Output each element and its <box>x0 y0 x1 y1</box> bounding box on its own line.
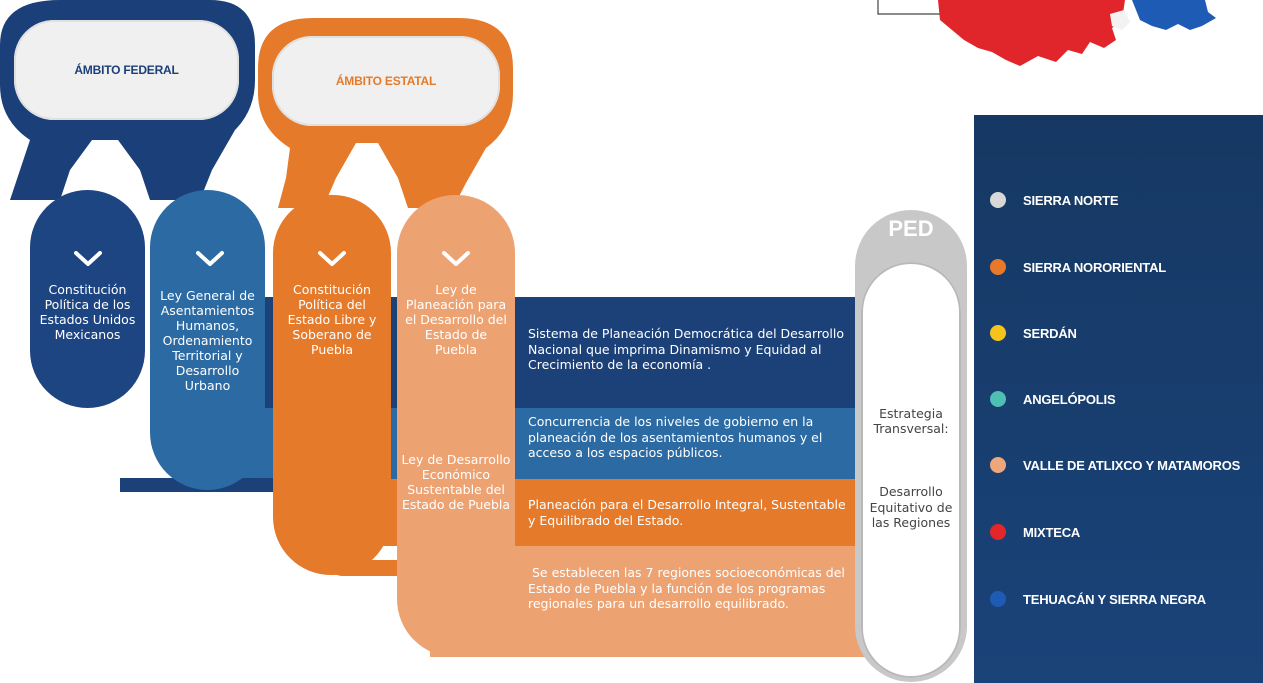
regions-panel <box>974 115 1263 683</box>
ambito-federal-label: ÁMBITO FEDERAL <box>74 63 179 77</box>
legend-dot-icon <box>990 325 1006 341</box>
legend-label: TEHUACÁN Y SIERRA NEGRA <box>1023 591 1206 607</box>
chevron-down-icon <box>442 251 470 266</box>
legend-item-sierra-nororiental: SIERRA NORORIENTAL <box>990 257 1166 277</box>
legend-dot-icon <box>990 391 1006 407</box>
legend-item-serdan: SERDÁN <box>990 323 1077 343</box>
ped-text-regions: Desarrollo Equitativo de las Regiones <box>869 484 953 530</box>
ped-label: PED <box>888 216 934 241</box>
pillar-estatal-2 <box>397 195 515 657</box>
ambito-estatal-label: ÁMBITO ESTATAL <box>335 74 437 88</box>
chevron-down-icon <box>318 251 346 266</box>
ped-capsule-inner <box>861 262 961 678</box>
chevron-down-icon <box>196 251 224 266</box>
legend-item-tehuacan: TEHUACÁN Y SIERRA NEGRA <box>990 589 1206 609</box>
band-text-2: Concurrencia de los niveles de gobierno … <box>528 414 823 460</box>
legend-item-valle-atlixco: VALLE DE ATLIXCO Y MATAMOROS <box>990 455 1240 475</box>
legend-dot-icon <box>990 192 1006 208</box>
legend-label: VALLE DE ATLIXCO Y MATAMOROS <box>1023 457 1241 473</box>
legend-dot-icon <box>990 259 1006 275</box>
pillar-text-ley-general: Ley General de Asentamientos Humanos, Or… <box>160 288 255 393</box>
legend-label: MIXTECA <box>1023 524 1081 540</box>
legend-dot-icon <box>990 524 1006 540</box>
pillar-federal-2 <box>150 190 265 490</box>
legend-dot-icon <box>990 591 1006 607</box>
puebla-map-fragment <box>877 0 1216 66</box>
legend-item-sierra-norte: SIERRA NORTE <box>990 190 1119 210</box>
band-text-4: Se establecen las 7 regiones socioeconóm… <box>528 565 849 611</box>
band-text-3: Planeación para el Desarrollo Integral, … <box>528 497 846 528</box>
estatal-label-bubble: ÁMBITO ESTATAL <box>272 36 500 126</box>
pillar-text-ley-desarrollo: Ley de Desarrollo Económico Sustentable … <box>401 452 511 512</box>
band-text-1: Sistema de Planeación Democrática del De… <box>528 326 845 372</box>
pillar-text-ley-planeacion: Ley de Planeación para el Desarrollo del… <box>405 282 507 357</box>
pillar-federal-1 <box>30 190 145 408</box>
federal-label-bubble: ÁMBITO FEDERAL <box>14 20 239 120</box>
pillar-text-constitucion-federal: Constitución Política de los Estados Uni… <box>39 282 136 342</box>
legend-label: SERDÁN <box>1023 325 1077 341</box>
legend-label: SIERRA NORORIENTAL <box>1023 259 1167 275</box>
chevron-down-icon <box>74 251 102 266</box>
legend-label: SIERRA NORTE <box>1023 192 1119 208</box>
legend-dot-icon <box>990 457 1006 473</box>
legend-item-mixteca: MIXTECA <box>990 522 1080 542</box>
ped-text-strategy: Estrategia Transversal: <box>873 406 949 436</box>
pillar-estatal-1 <box>273 195 391 575</box>
legend-item-angelopolis: ANGELÓPOLIS <box>990 389 1116 409</box>
legend-label: ANGELÓPOLIS <box>1023 391 1116 407</box>
pillar-text-constitucion-puebla: Constitución Política del Estado Libre y… <box>287 282 377 357</box>
